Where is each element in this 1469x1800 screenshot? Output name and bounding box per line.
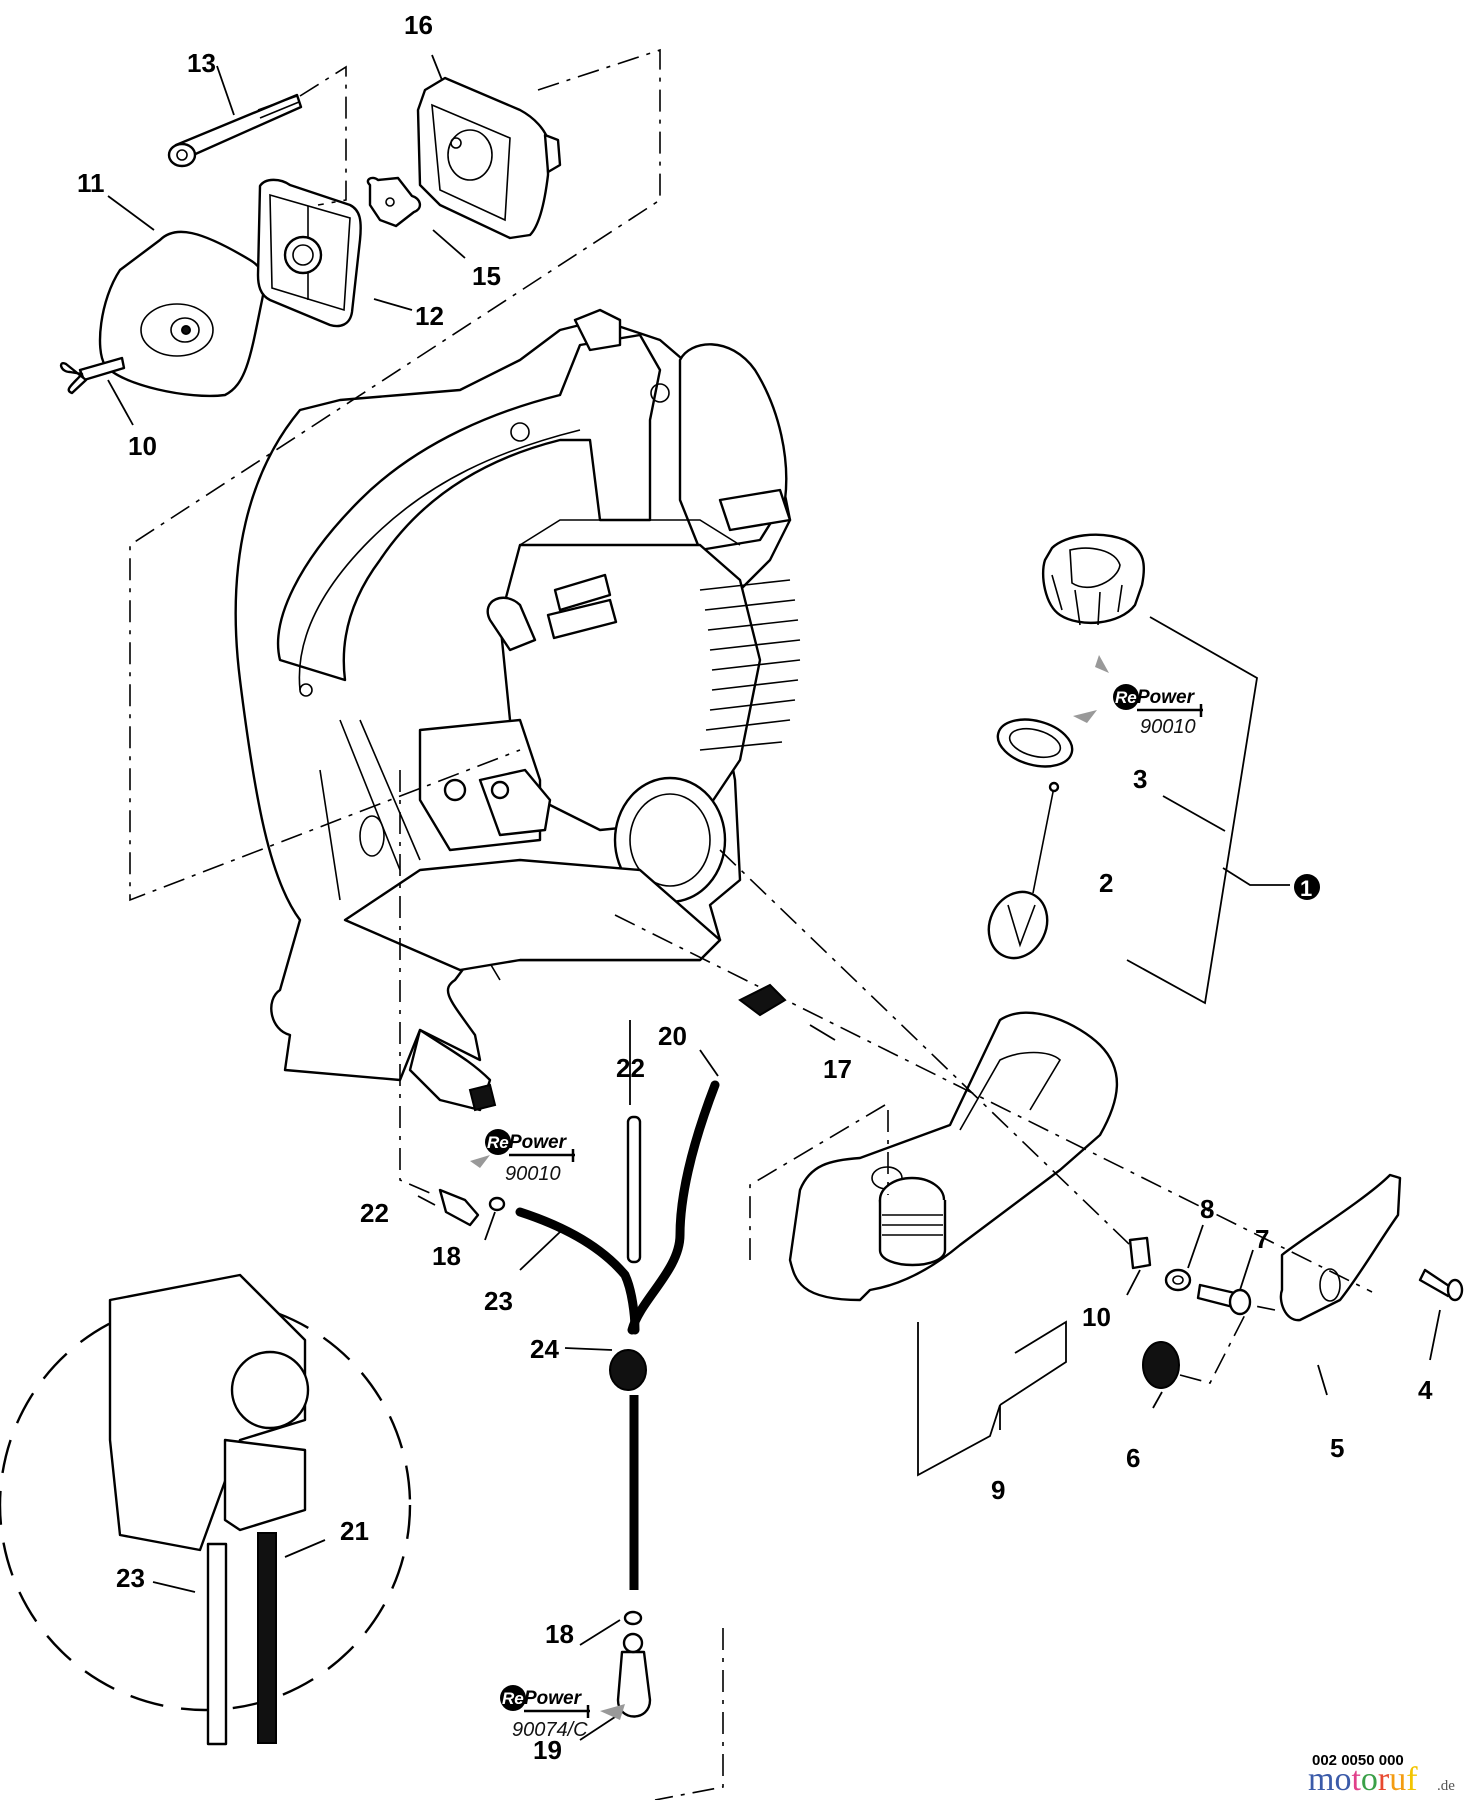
wm-letter: u [1389, 1761, 1406, 1798]
callout-24: 24 [530, 1334, 559, 1364]
blower-housing [234, 308, 801, 1112]
callout-labels: 16 13 11 15 12 10 1 3 2 17 22 20 22 18 2… [77, 10, 1433, 1765]
callout-4: 4 [1418, 1375, 1433, 1405]
wm-letter: f [1406, 1761, 1418, 1798]
fuel-cap [1041, 533, 1146, 625]
callout-21: 22 [616, 1053, 645, 1083]
svg-text:Re: Re [502, 1689, 524, 1708]
svg-text:Power: Power [509, 1132, 568, 1153]
callout-20-inset: 21 [340, 1516, 369, 1546]
callout-23: 23 [484, 1286, 513, 1316]
repower-badge-fuel-filter: Re Power 90074/C [500, 1685, 625, 1741]
callout-1: 1 [1300, 876, 1312, 901]
wm-letter: m [1308, 1761, 1334, 1798]
callout-3: 3 [1133, 764, 1147, 794]
callout-22: 22 [360, 1198, 389, 1228]
wm-letter: o [1361, 1761, 1378, 1798]
callout-8: 8 [1200, 1194, 1214, 1224]
svg-text:Power: Power [1137, 687, 1196, 708]
svg-text:Power: Power [524, 1688, 583, 1709]
repower-badge-fuel-cap: Re Power 90010 [1073, 655, 1203, 738]
svg-text:90074/C: 90074/C [512, 1719, 588, 1741]
air-cleaner-case-16 [416, 76, 550, 240]
callout-13: 12 [415, 301, 444, 331]
callout-21-inset: 23 [116, 1563, 145, 1593]
air-cleaner-cover-12 [98, 230, 266, 398]
fuel-lines-group [399, 770, 787, 1800]
watermark-motoruf: motoruf .de [1308, 1761, 1455, 1798]
carburetor-inset [0, 1273, 412, 1746]
reference-number: 002 0050 000 [1312, 1752, 1404, 1769]
callout-10: 10 [1082, 1302, 1111, 1332]
callout-18: 18 [432, 1241, 461, 1271]
wm-letter: r [1378, 1761, 1390, 1798]
svg-text:90010: 90010 [505, 1163, 561, 1185]
air-cleaner-group [59, 48, 661, 902]
wm-suffix: .de [1437, 1778, 1455, 1794]
repower-badge-fitting: Re Power 90010 [470, 1129, 575, 1185]
svg-text:Re: Re [1115, 688, 1137, 707]
bolt-14 [167, 93, 303, 168]
fuel-cap-group [987, 533, 1320, 1005]
wm-letter: t [1351, 1761, 1361, 1798]
wm-letter: o [1334, 1761, 1351, 1798]
svg-text:Re: Re [487, 1133, 509, 1152]
fuel-tank-group [614, 849, 1464, 1389]
callout-1-circle [1294, 874, 1320, 900]
callout-11: 10 [128, 431, 157, 461]
callout-20: 20 [658, 1021, 687, 1051]
leader-lines [107, 54, 1441, 1741]
fuel-tank [788, 1011, 1119, 1302]
svg-text:motoruf: motoruf [1308, 1761, 1418, 1798]
callout-12: 11 [77, 168, 105, 198]
svg-text:90010: 90010 [1140, 716, 1196, 738]
callout-6: 6 [1126, 1443, 1140, 1473]
callout-2: 2 [1099, 868, 1113, 898]
callout-14: 13 [187, 48, 216, 78]
callout-15: 15 [472, 261, 501, 291]
callout-16: 16 [404, 10, 433, 40]
callout-17: 17 [823, 1054, 852, 1084]
callout-18-lower: 18 [545, 1619, 574, 1649]
callout-9: 9 [991, 1475, 1005, 1505]
callout-5: 5 [1330, 1433, 1344, 1463]
callout-19: 19 [533, 1735, 562, 1765]
callout-7: 7 [1255, 1224, 1269, 1254]
wing-bolt-11 [59, 356, 126, 395]
